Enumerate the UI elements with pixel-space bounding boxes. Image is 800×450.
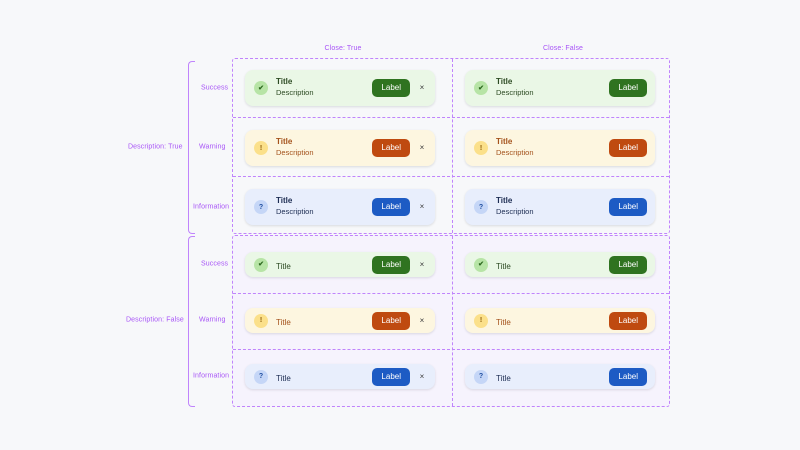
alert-text-block: Title <box>276 368 372 386</box>
question-icon: ? <box>254 369 268 384</box>
check-icon: ✔ <box>254 81 268 95</box>
alert-action-button[interactable]: Label <box>372 367 410 386</box>
frame-divider-horizontal-1 <box>233 293 669 294</box>
close-icon[interactable]: × <box>417 372 427 382</box>
column-header-close-true: Close: True <box>324 45 362 52</box>
alert-description: Description <box>276 207 314 217</box>
alert-success-desc-close[interactable]: ✔ Title Description Label × <box>245 70 435 106</box>
alert-text-block: Title <box>276 312 372 330</box>
alert-information-desc-noclose[interactable]: ? Title Description Label <box>465 189 655 225</box>
alert-title: Title <box>276 317 291 327</box>
column-header-close-false: Close: False <box>542 45 584 52</box>
alert-text-block: Title <box>496 312 609 330</box>
frame-divider-vertical <box>452 236 453 406</box>
alert-title: Title <box>496 317 511 327</box>
alert-description: Description <box>496 148 534 158</box>
alert-warning-desc-noclose[interactable]: ! Title Description Label <box>465 130 655 166</box>
alert-text-block: Title <box>496 368 609 386</box>
alert-success-nodesc-noclose[interactable]: ✔ Title Label <box>465 252 655 277</box>
check-icon: ✔ <box>254 257 268 272</box>
alert-title: Title <box>276 196 293 206</box>
alert-success-desc-noclose[interactable]: ✔ Title Description Label <box>465 70 655 106</box>
alert-action-button[interactable]: Label <box>609 79 647 97</box>
exclamation-icon: ! <box>474 313 488 328</box>
row-header-warning-desc-true: Warning <box>199 143 226 151</box>
alert-warning-nodesc-noclose[interactable]: ! Title Label <box>465 308 655 333</box>
close-icon[interactable]: × <box>417 83 427 93</box>
exclamation-icon: ! <box>254 141 268 155</box>
alert-title: Title <box>496 77 513 87</box>
question-icon: ? <box>254 200 268 214</box>
alert-action-button[interactable]: Label <box>609 311 647 330</box>
frame-divider-horizontal-1 <box>233 117 669 118</box>
alert-action-button[interactable]: Label <box>372 139 410 157</box>
alert-description: Description <box>496 88 534 98</box>
alert-title: Title <box>276 77 293 87</box>
alert-text-block: Title Description <box>276 137 372 158</box>
alert-text-block: Title Description <box>496 196 609 217</box>
row-header-warning-desc-false: Warning <box>199 316 226 324</box>
frame-divider-horizontal-2 <box>233 176 669 177</box>
alert-description: Description <box>276 88 314 98</box>
alert-action-button[interactable]: Label <box>609 139 647 157</box>
group-bracket-description-true <box>188 61 195 234</box>
alert-description: Description <box>496 207 534 217</box>
alert-action-button[interactable]: Label <box>609 255 647 274</box>
group-header-description-false: Description: False <box>126 316 184 324</box>
row-header-information-desc-true: Information <box>193 203 230 211</box>
row-header-information-desc-false: Information <box>193 372 230 380</box>
alert-text-block: Title Description <box>496 77 609 98</box>
frame-divider-horizontal-2 <box>233 349 669 350</box>
question-icon: ? <box>474 200 488 214</box>
alert-title: Title <box>496 373 511 383</box>
alert-description: Description <box>276 148 314 158</box>
alert-action-button[interactable]: Label <box>372 255 410 274</box>
group-header-description-true: Description: True <box>128 143 183 151</box>
alert-text-block: Title <box>276 256 372 274</box>
alert-action-button[interactable]: Label <box>609 198 647 216</box>
alert-action-button[interactable]: Label <box>372 198 410 216</box>
alert-warning-desc-close[interactable]: ! Title Description Label × <box>245 130 435 166</box>
alert-action-button[interactable]: Label <box>372 79 410 97</box>
close-icon[interactable]: × <box>417 260 427 270</box>
alert-text-block: Title Description <box>276 196 372 217</box>
check-icon: ✔ <box>474 257 488 272</box>
alert-information-desc-close[interactable]: ? Title Description Label × <box>245 189 435 225</box>
alert-action-button[interactable]: Label <box>609 367 647 386</box>
alert-title: Title <box>496 261 511 271</box>
alert-information-nodesc-close[interactable]: ? Title Label × <box>245 364 435 389</box>
alert-title: Title <box>496 137 513 147</box>
frame-divider-vertical <box>452 59 453 233</box>
close-icon[interactable]: × <box>417 202 427 212</box>
exclamation-icon: ! <box>254 313 268 328</box>
exclamation-icon: ! <box>474 141 488 155</box>
alert-information-nodesc-noclose[interactable]: ? Title Label <box>465 364 655 389</box>
alert-text-block: Title <box>496 256 609 274</box>
alert-title: Title <box>276 373 291 383</box>
variant-frame-description-true <box>232 58 670 234</box>
row-header-success-desc-true: Success <box>201 84 229 92</box>
alert-title: Title <box>276 137 293 147</box>
alert-action-button[interactable]: Label <box>372 311 410 330</box>
question-icon: ? <box>474 369 488 384</box>
row-header-success-desc-false: Success <box>201 260 229 268</box>
close-icon[interactable]: × <box>417 143 427 153</box>
group-bracket-description-false <box>188 236 195 407</box>
alert-text-block: Title Description <box>276 77 372 98</box>
alert-title: Title <box>496 196 513 206</box>
alert-warning-nodesc-close[interactable]: ! Title Label × <box>245 308 435 333</box>
check-icon: ✔ <box>474 81 488 95</box>
close-icon[interactable]: × <box>417 316 427 326</box>
alert-title: Title <box>276 261 291 271</box>
alert-success-nodesc-close[interactable]: ✔ Title Label × <box>245 252 435 277</box>
alert-text-block: Title Description <box>496 137 609 158</box>
